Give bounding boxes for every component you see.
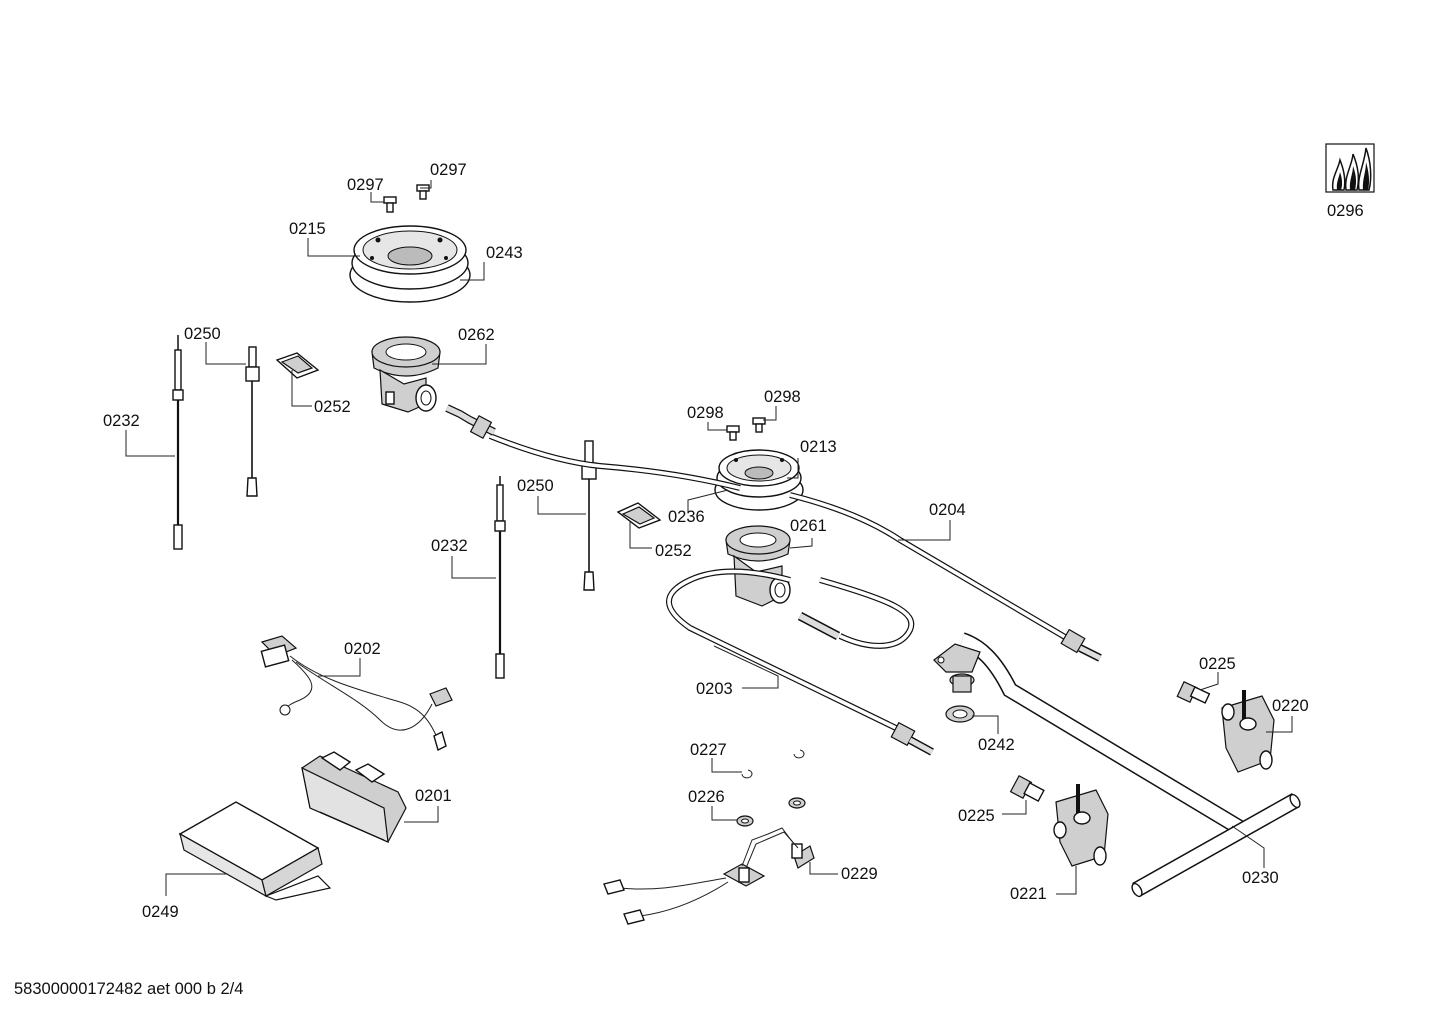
label-0220: 0220 — [1272, 697, 1309, 715]
thermocouple-0232-middle — [494, 476, 506, 679]
burner-cap-0215 — [349, 225, 471, 303]
label-0242: 0242 — [978, 736, 1015, 754]
label-0225-lower: 0225 — [958, 807, 995, 825]
screw-0297-left — [383, 196, 397, 213]
label-0232-left: 0232 — [103, 412, 140, 430]
gas-valve-0221 — [1053, 784, 1109, 867]
ignition-module-0201 — [301, 751, 407, 843]
nozzle-0225-upper — [1176, 680, 1211, 704]
leader-lines — [125, 180, 1293, 896]
label-0221: 0221 — [1010, 885, 1047, 903]
flames-icon — [1325, 143, 1375, 193]
label-0298-right: 0298 — [764, 388, 801, 406]
washer-0226-a — [736, 815, 754, 827]
manifold-pipe-0230 — [933, 632, 1301, 898]
label-0230: 0230 — [1242, 869, 1279, 887]
screw-0297-right — [416, 184, 430, 200]
part-labels: 0297 0297 0215 0243 0250 0262 0252 0232 … — [103, 161, 1364, 921]
ignition-electrode-0250-left — [245, 346, 260, 497]
burner-body-0261 — [725, 525, 791, 607]
screw-0298-right — [752, 417, 766, 433]
nozzle-0225-lower — [1009, 774, 1045, 803]
spring-clip-0252-middle — [616, 502, 662, 529]
document-footer-code: 58300000172482 aet 000 b 2/4 — [14, 980, 244, 998]
circlip-0227-b — [793, 749, 805, 759]
label-0202: 0202 — [344, 640, 381, 658]
label-0243: 0243 — [486, 244, 523, 262]
label-0201: 0201 — [415, 787, 452, 805]
cover-plate-0249 — [178, 801, 332, 901]
label-0232-middle: 0232 — [431, 537, 468, 555]
label-0261: 0261 — [790, 517, 827, 535]
label-0225-upper: 0225 — [1199, 655, 1236, 673]
label-0213: 0213 — [800, 438, 837, 456]
wiring-harness-0202 — [260, 635, 453, 752]
gas-pipe-0203 — [666, 568, 934, 756]
washer-0226-b — [788, 797, 806, 809]
gas-valve-0220 — [1221, 690, 1275, 773]
spring-clip-0252-left — [275, 352, 320, 379]
label-0252-left: 0252 — [314, 398, 351, 416]
gas-pipe-0204 — [789, 492, 1102, 662]
burner-body-0262 — [371, 336, 441, 413]
label-0250-middle: 0250 — [517, 477, 554, 495]
label-0204: 0204 — [929, 501, 966, 519]
label-0226: 0226 — [688, 788, 725, 806]
label-0229: 0229 — [841, 865, 878, 883]
label-0262: 0262 — [458, 326, 495, 344]
washer-0242 — [945, 705, 975, 723]
label-0249: 0249 — [142, 903, 179, 921]
thermocouple-0232-left — [172, 335, 184, 550]
label-0297-right: 0297 — [430, 161, 467, 179]
gas-pipe-upper — [445, 404, 741, 491]
label-0236: 0236 — [668, 508, 705, 526]
label-0250-left: 0250 — [184, 325, 221, 343]
label-0227: 0227 — [690, 741, 727, 759]
screw-0298-left — [726, 425, 740, 441]
label-0252-middle: 0252 — [655, 542, 692, 560]
switch-wiring-0229 — [603, 827, 815, 925]
label-0298-left: 0298 — [687, 404, 724, 422]
circlip-0227-a — [741, 769, 753, 779]
label-0297-left: 0297 — [347, 176, 384, 194]
burner-cap-0213 — [714, 449, 804, 511]
label-0215: 0215 — [289, 220, 326, 238]
label-0203: 0203 — [696, 680, 733, 698]
label-0296: 0296 — [1327, 202, 1364, 220]
